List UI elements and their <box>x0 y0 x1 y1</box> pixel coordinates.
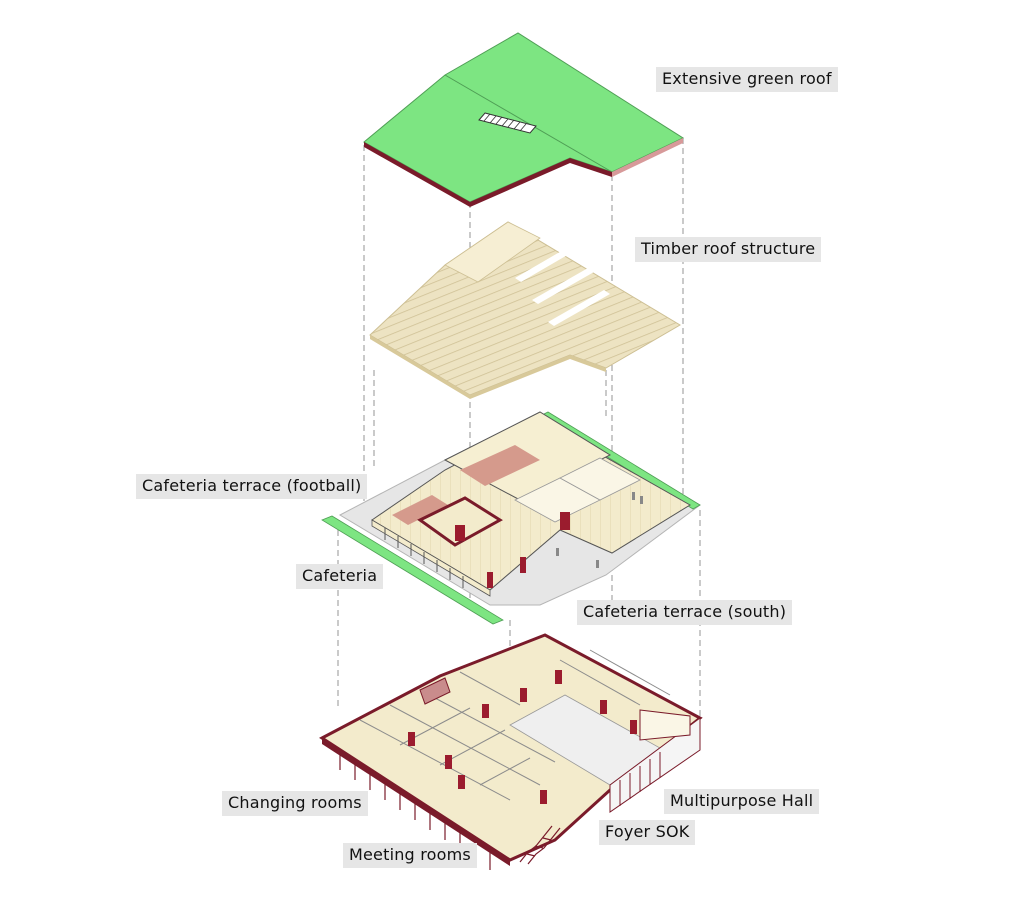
label-foyer-sok: Foyer SOK <box>599 820 696 845</box>
cafeteria-floor-layer <box>321 411 701 625</box>
label-cafeteria-terrace-football: Cafeteria terrace (football) <box>136 474 368 499</box>
skylight-icon <box>478 112 537 134</box>
label-cafeteria-terrace-south: Cafeteria terrace (south) <box>577 600 793 625</box>
label-cafeteria: Cafeteria <box>296 564 384 589</box>
stair-icon <box>519 825 561 865</box>
label-changing-rooms: Changing rooms <box>222 791 368 816</box>
label-timber-roof: Timber roof structure <box>635 237 822 262</box>
ground-floor-layer <box>319 633 703 870</box>
label-multipurpose-hall: Multipurpose Hall <box>664 789 820 814</box>
timber-roof-layer <box>369 221 681 399</box>
label-meeting-rooms: Meeting rooms <box>343 843 477 868</box>
green-roof-layer <box>363 32 685 207</box>
label-green-roof: Extensive green roof <box>656 67 838 92</box>
